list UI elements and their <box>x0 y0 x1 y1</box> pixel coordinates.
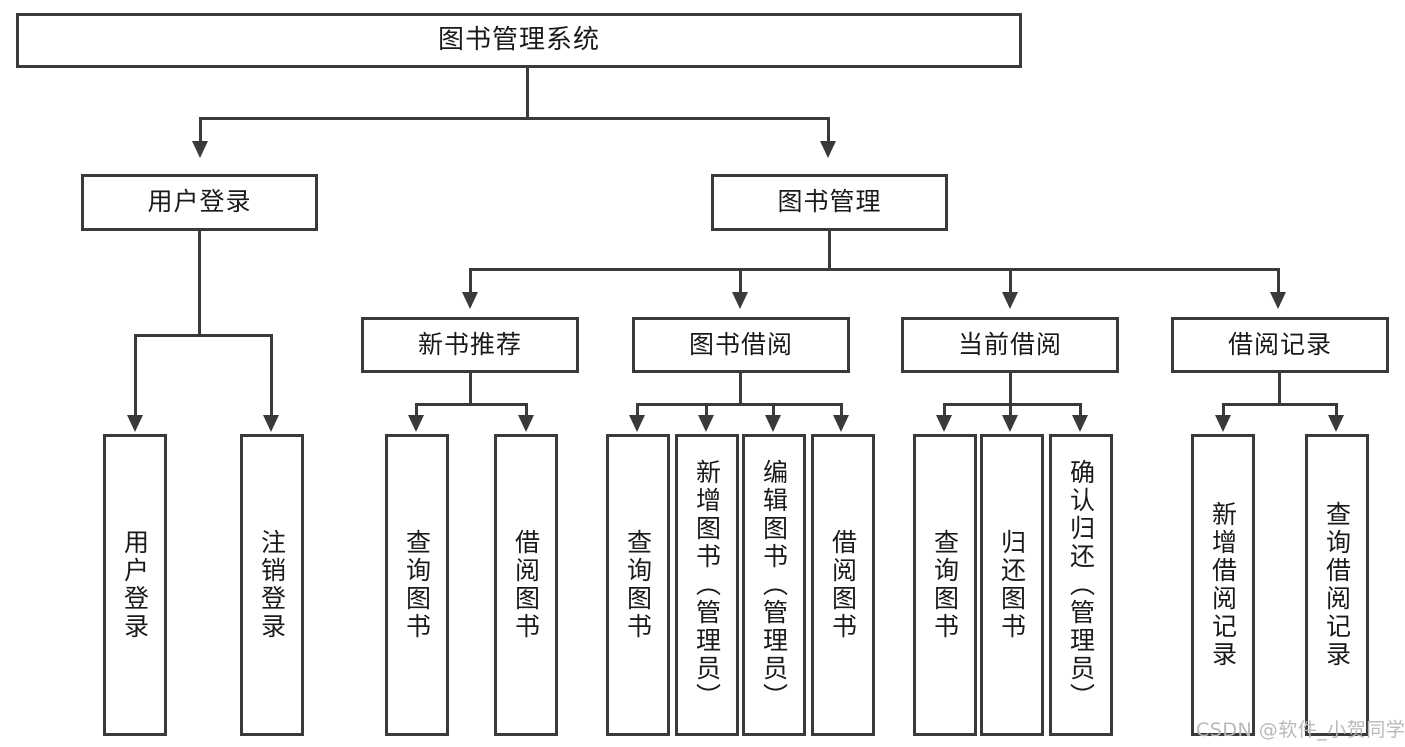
connector-borrow-record-stem <box>1278 373 1281 405</box>
connector-borrow-record-bar <box>1222 403 1338 406</box>
connector-current-borrow-drop-1 <box>943 403 946 417</box>
node-label: 查询图书 <box>623 529 653 641</box>
node-new-book-recommend[interactable]: 新书推荐 <box>361 317 579 373</box>
connector-new-book-recommend-drop-1 <box>415 403 418 417</box>
node-user-login[interactable]: 用户登录 <box>81 174 318 231</box>
connector-book-borrow-bar <box>636 403 843 406</box>
connector-level3-drop-4 <box>1277 268 1280 294</box>
watermark-text: CSDN @软件_小贺同学 <box>1196 719 1405 741</box>
connector-book-borrow-drop-4 <box>840 403 843 417</box>
node-label: 图书借阅 <box>688 329 793 359</box>
node-book-management[interactable]: 图书管理 <box>711 174 948 231</box>
connector-level3-drop-1 <box>469 268 472 294</box>
connector-level2-drop-user-login <box>199 117 202 143</box>
leaf-edit-book-admin[interactable]: 编辑图书（管理员） <box>742 434 806 736</box>
node-label: 查询借阅记录 <box>1322 501 1352 669</box>
node-label: 当前借阅 <box>957 329 1062 359</box>
leaf-add-book-admin[interactable]: 新增图书（管理员） <box>675 434 739 736</box>
connector-book-borrow-drop-2 <box>705 403 708 417</box>
arrow-to-leaf-query-book-1 <box>408 415 424 432</box>
leaf-logout[interactable]: 注销登录 <box>240 434 304 736</box>
connector-current-borrow-bar <box>943 403 1082 406</box>
leaf-query-borrow-record[interactable]: 查询借阅记录 <box>1305 434 1369 736</box>
connector-new-book-recommend-drop-2 <box>525 403 528 417</box>
node-label: 确认归还（管理员） <box>1066 459 1096 711</box>
node-label: 注销登录 <box>257 529 287 641</box>
connector-current-borrow-drop-3 <box>1079 403 1082 417</box>
connector-current-borrow-stem <box>1009 373 1012 405</box>
leaf-query-book-recommend[interactable]: 查询图书 <box>385 434 449 736</box>
node-label: 借阅图书 <box>828 529 858 641</box>
arrow-to-new-book-recommend <box>462 292 478 309</box>
node-label: 图书管理系统 <box>437 24 600 55</box>
leaf-query-book-borrow[interactable]: 查询图书 <box>606 434 670 736</box>
node-label: 归还图书 <box>997 529 1027 641</box>
arrow-to-book-borrow <box>732 292 748 309</box>
node-root-library-management-system[interactable]: 图书管理系统 <box>16 13 1022 68</box>
connector-user-login-drop-2 <box>270 334 273 417</box>
arrow-to-leaf-return-book <box>1002 415 1018 432</box>
node-label: 编辑图书（管理员） <box>759 459 789 711</box>
arrow-to-current-borrow <box>1002 292 1018 309</box>
arrow-to-leaf-borrow-book-2 <box>833 415 849 432</box>
connector-level2-bar <box>199 117 830 120</box>
node-label: 新书推荐 <box>417 329 522 359</box>
connector-borrow-record-drop-2 <box>1335 403 1338 417</box>
node-label: 图书管理 <box>777 187 882 217</box>
leaf-query-book-current[interactable]: 查询图书 <box>913 434 977 736</box>
arrow-to-leaf-borrow-book-1 <box>518 415 534 432</box>
connector-user-login-bar <box>134 334 273 337</box>
arrow-to-leaf-add-borrow-record <box>1215 415 1231 432</box>
leaf-user-login[interactable]: 用户登录 <box>103 434 167 736</box>
node-label: 新增借阅记录 <box>1208 501 1238 669</box>
leaf-borrow-book[interactable]: 借阅图书 <box>811 434 875 736</box>
connector-book-borrow-drop-3 <box>772 403 775 417</box>
arrow-to-leaf-query-book-2 <box>629 415 645 432</box>
leaf-add-borrow-record[interactable]: 新增借阅记录 <box>1191 434 1255 736</box>
connector-level3-bar <box>469 268 1280 271</box>
connector-new-book-recommend-bar <box>415 403 528 406</box>
connector-book-management-stem <box>828 231 831 271</box>
connector-new-book-recommend-stem <box>469 373 472 405</box>
node-label: 用户登录 <box>147 187 252 217</box>
connector-level2-drop-book-management <box>827 117 830 143</box>
node-label: 借阅记录 <box>1227 329 1332 359</box>
leaf-return-book[interactable]: 归还图书 <box>980 434 1044 736</box>
arrow-to-user-login <box>192 141 208 158</box>
connector-borrow-record-drop-1 <box>1222 403 1225 417</box>
arrow-to-leaf-query-borrow-record <box>1328 415 1344 432</box>
node-label: 查询图书 <box>402 529 432 641</box>
arrow-to-borrow-record <box>1270 292 1286 309</box>
node-label: 查询图书 <box>930 529 960 641</box>
node-book-borrow[interactable]: 图书借阅 <box>632 317 850 373</box>
connector-user-login-drop-1 <box>134 334 137 417</box>
connector-user-login-stem <box>198 231 201 336</box>
connector-book-borrow-stem <box>739 373 742 405</box>
node-borrow-record[interactable]: 借阅记录 <box>1171 317 1389 373</box>
leaf-borrow-book-recommend[interactable]: 借阅图书 <box>494 434 558 736</box>
arrow-to-leaf-user-login <box>127 415 143 432</box>
connector-level3-drop-3 <box>1009 268 1012 294</box>
connector-level3-drop-2 <box>739 268 742 294</box>
node-label: 借阅图书 <box>511 529 541 641</box>
arrow-to-leaf-query-book-3 <box>936 415 952 432</box>
connector-book-borrow-drop-1 <box>636 403 639 417</box>
arrow-to-leaf-add-book <box>698 415 714 432</box>
connector-current-borrow-drop-2 <box>1009 403 1012 417</box>
arrow-to-book-management <box>820 141 836 158</box>
connector-root-stem <box>526 68 529 118</box>
node-current-borrow[interactable]: 当前借阅 <box>901 317 1119 373</box>
arrow-to-leaf-logout <box>263 415 279 432</box>
arrow-to-leaf-edit-book <box>765 415 781 432</box>
node-label: 新增图书（管理员） <box>692 459 722 711</box>
leaf-confirm-return-admin[interactable]: 确认归还（管理员） <box>1049 434 1113 736</box>
node-label: 用户登录 <box>120 529 150 641</box>
arrow-to-leaf-confirm-return <box>1072 415 1088 432</box>
